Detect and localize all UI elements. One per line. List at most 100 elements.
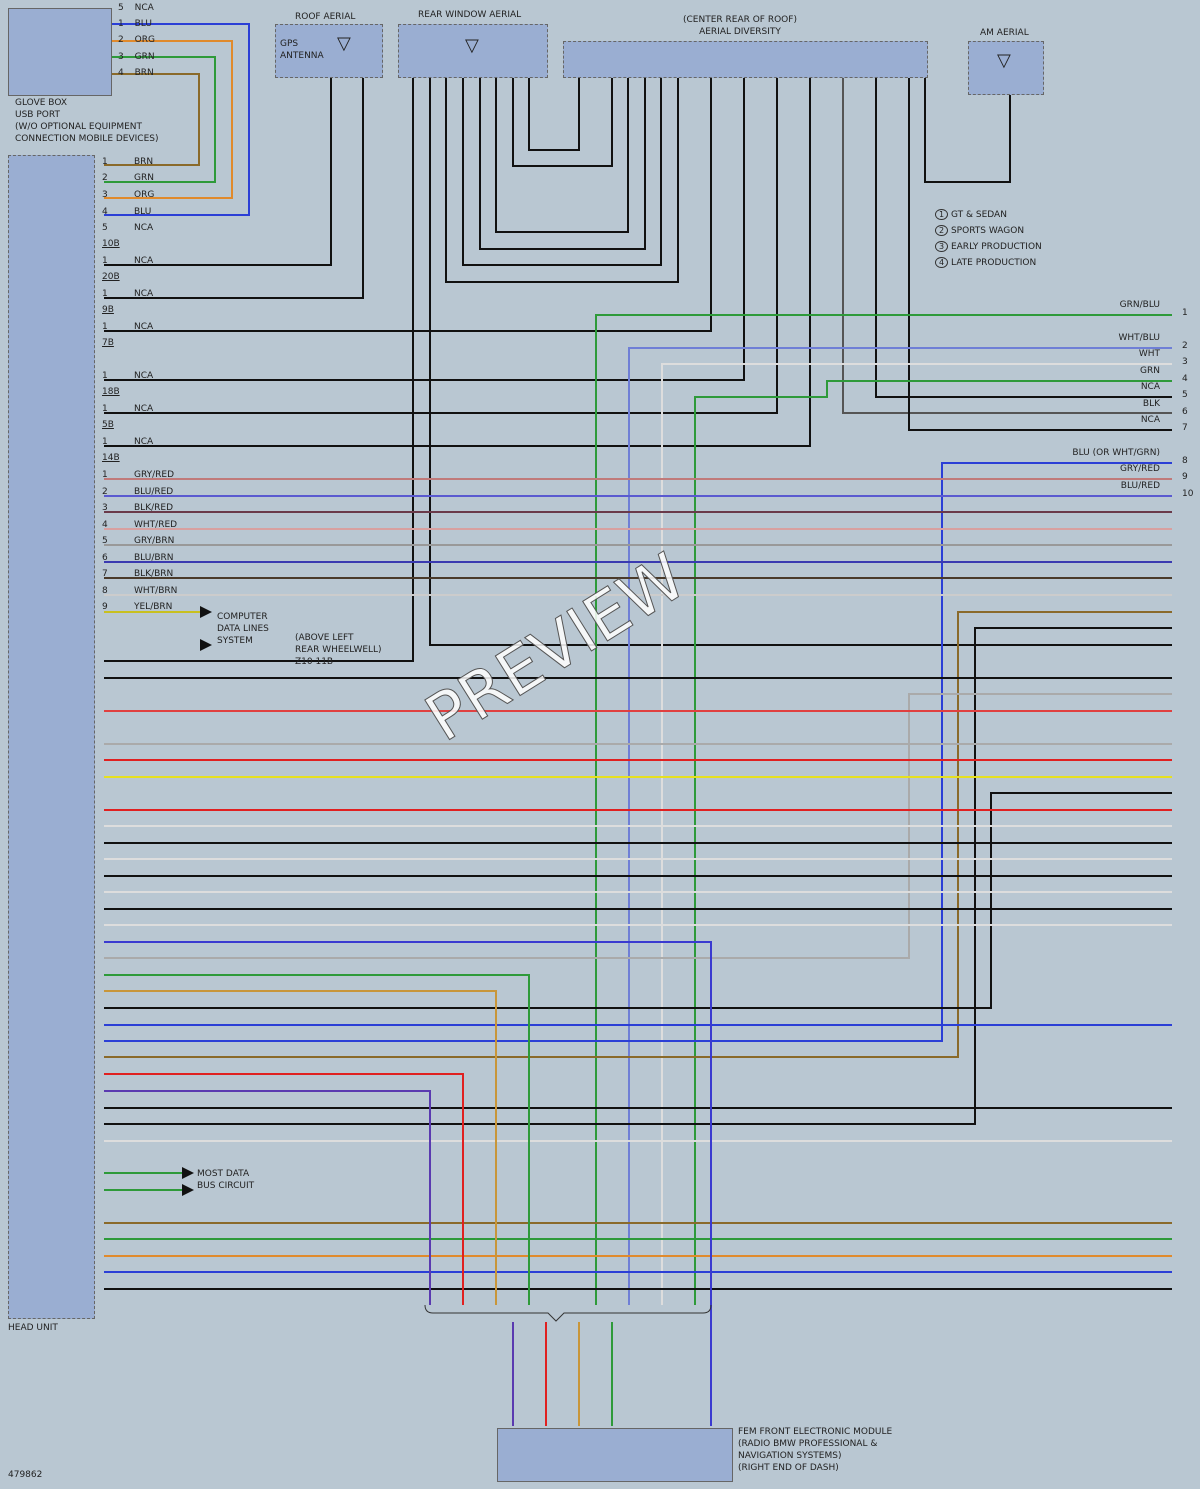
glovebox-label: GLOVE BOX USB PORT (W/O OPTIONAL EQUIPME… [15, 98, 159, 144]
right-pin-number: 9 [1182, 472, 1188, 482]
legend-text: LATE PRODUCTION [950, 258, 1037, 268]
wire-color: BLU [134, 19, 152, 29]
wire-color: NCA [134, 322, 154, 332]
wire-color: YEL/BRN [134, 602, 173, 612]
antenna-icon: ▽ [465, 35, 479, 56]
right-pin-number: 2 [1182, 341, 1188, 351]
image-id: 479862 [8, 1470, 43, 1480]
right-wire-label: GRN/BLU [1119, 300, 1160, 310]
wire-color: BLK/RED [134, 503, 173, 513]
pin-number: 7 [102, 569, 108, 579]
pin-number: 1 [102, 322, 108, 332]
wire-color: NCA [134, 437, 154, 447]
pin-number: 4 [118, 68, 124, 78]
head-unit-label: HEAD UNIT [8, 1323, 58, 1333]
wire-color: NCA [134, 289, 154, 299]
glovebox-pin: 3 GRN [118, 52, 155, 64]
right-pin-number: 1 [1182, 308, 1188, 318]
pin-number: 4 [102, 520, 108, 530]
wire-color: BLU/RED [134, 487, 174, 497]
pin-number: 1 [102, 289, 108, 299]
am-aerial-box [968, 41, 1044, 95]
wire-color: BLU [134, 207, 152, 217]
wire-color: BLK/BRN [134, 569, 174, 579]
wire-color: NCA [134, 256, 154, 266]
gps-antenna-label: GPS ANTENNA [280, 39, 324, 61]
right-pin-number: 5 [1182, 390, 1188, 400]
pin-number: 3 [102, 190, 108, 200]
rear-window-aerial-title: REAR WINDOW AERIAL [418, 10, 522, 20]
fem-module-label: FEM FRONT ELECTRONIC MODULE (RADIO BMW P… [738, 1427, 893, 1473]
legend-text: SPORTS WAGON [950, 226, 1025, 236]
right-pin-number: 8 [1182, 456, 1188, 466]
pin-number: 6 [102, 553, 108, 563]
glovebox-pin: 5 NCA [118, 3, 154, 15]
fem-module-box [497, 1428, 733, 1482]
wire-color: GRN [134, 52, 155, 62]
most-bus-note: MOST DATA BUS CIRCUIT [197, 1169, 255, 1191]
pin-number: 9 [102, 602, 108, 612]
connector-id: 7B [102, 338, 114, 348]
pin-number: 3 [102, 503, 108, 513]
legend: 1 GT & SEDAN 2 SPORTS WAGON 3 EARLY PROD… [935, 209, 1042, 269]
wire-color: WHT/BRN [134, 586, 178, 596]
pin-number: 2 [102, 487, 108, 497]
roof-aerial-title: ROOF AERIAL [295, 12, 356, 22]
connector-id: 9B [102, 305, 114, 315]
right-wire-label: BLU/RED [1120, 481, 1160, 491]
connector-id: 20B [102, 272, 120, 282]
pin-number: 5 [102, 536, 108, 546]
pin-row: 9 YEL/BRN [102, 602, 172, 614]
pin-number: 1 [102, 157, 108, 167]
connector-id: 5B [102, 420, 114, 430]
wire-color: BRN [134, 68, 154, 78]
pin-row: 7 BLK/BRN [102, 569, 173, 581]
right-wire-label: GRY/RED [1119, 464, 1160, 474]
right-wire-label: WHT/BLU [1118, 333, 1160, 343]
pin-row: 1 GRY/RED [102, 470, 174, 482]
wire-color: ORG [134, 35, 155, 45]
pin-number: 1 [118, 19, 124, 29]
pin-row: 1 NCA [102, 256, 153, 268]
pin-row: 1 NCA [102, 322, 153, 334]
ground-location-note: (ABOVE LEFT REAR WHEELWELL) Z10 11B [295, 633, 382, 667]
connector-id: 18B [102, 387, 120, 397]
legend-text: GT & SEDAN [950, 210, 1007, 220]
pin-number: 1 [102, 437, 108, 447]
right-pin-number: 3 [1182, 357, 1188, 367]
right-wire-label: NCA [1140, 415, 1160, 425]
wire-color: BLU/BRN [134, 553, 174, 563]
pin-number: 1 [102, 371, 108, 381]
right-wire-label: WHT [1138, 349, 1160, 359]
glovebox-usb-port [8, 8, 112, 96]
glovebox-pin: 4 BRN [118, 68, 154, 80]
legend-marker: 1 [935, 209, 949, 220]
pin-row: 1 NCA [102, 437, 153, 449]
pin-row: 3 BLK/RED [102, 503, 173, 515]
right-wire-label: GRN [1140, 366, 1160, 376]
pin-number: 1 [102, 256, 108, 266]
right-wire-label: BLU (OR WHT/GRN) [1072, 448, 1160, 458]
right-wire-label: BLK [1142, 399, 1160, 409]
rear-window-aerial-box [398, 24, 548, 78]
wire-color: GRN [134, 173, 154, 183]
wire-color: GRY/RED [134, 470, 175, 480]
pin-number: 3 [118, 52, 124, 62]
pin-number: 1 [102, 470, 108, 480]
pin-row: 6 BLU/BRN [102, 553, 174, 565]
legend-marker: 4 [935, 257, 949, 268]
right-pin-number: 7 [1182, 423, 1188, 433]
connector-id: 14B [102, 453, 120, 463]
pin-row: 2 BLU/RED [102, 487, 173, 499]
pin-number: 1 [102, 404, 108, 414]
glovebox-pin: 1 BLU [118, 19, 152, 31]
wire-color: NCA [134, 3, 154, 13]
